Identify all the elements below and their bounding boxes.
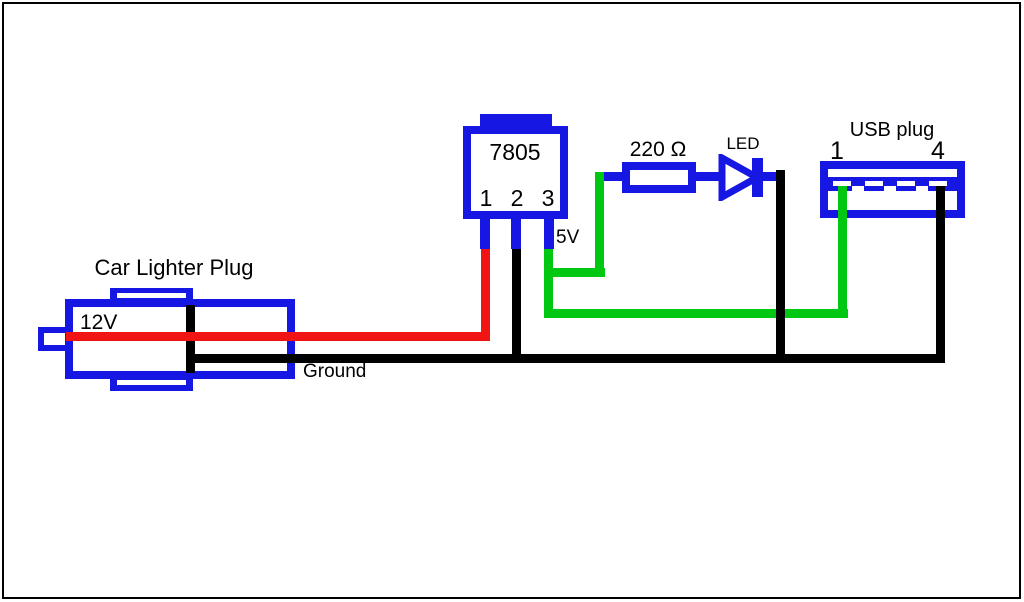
wire-ground-usb-pin4-vertical bbox=[936, 186, 945, 363]
usb-contact-4-slit bbox=[929, 181, 947, 186]
regulator-output-voltage-label: 5V bbox=[556, 227, 580, 248]
wire-ground-pin2-vertical bbox=[512, 249, 521, 363]
usb-contact-2-slit bbox=[865, 181, 883, 186]
car-plug-contact-bottom-slit bbox=[117, 380, 186, 385]
usb-band-notch-3 bbox=[916, 186, 928, 191]
car-plug-tip-slot bbox=[44, 333, 68, 345]
resistor-body bbox=[622, 162, 696, 193]
usb-plug-label: USB plug bbox=[849, 119, 935, 141]
usb-band-notch-2 bbox=[884, 186, 896, 191]
led-cathode-bar bbox=[752, 158, 763, 197]
regulator-heatsink-tab bbox=[480, 114, 552, 128]
led-triangle-icon bbox=[718, 154, 762, 201]
ground-wire-label: Ground bbox=[303, 361, 367, 382]
resistor-lead-right bbox=[696, 172, 723, 181]
resistor-value-label: 220 Ω bbox=[629, 138, 687, 161]
wire-5v-resistor-vertical bbox=[595, 172, 604, 277]
regulator-pin2-label: 2 bbox=[510, 185, 524, 211]
regulator-pin2-stub bbox=[511, 218, 521, 249]
car-plug-voltage-label: 12V bbox=[80, 311, 118, 334]
regulator-body bbox=[463, 126, 568, 219]
regulator-pin1-label: 1 bbox=[479, 185, 493, 211]
regulator-pin3-label: 3 bbox=[541, 185, 555, 211]
usb-contact-3-slit bbox=[897, 181, 915, 186]
wire-5v-usb-pin1-vertical bbox=[838, 186, 847, 318]
wire-5v-branch-to-resistor bbox=[544, 268, 605, 277]
wire-12v-main-horizontal bbox=[66, 332, 490, 341]
regulator-pin1-stub bbox=[480, 218, 490, 249]
wire-12v-pin1-vertical bbox=[481, 249, 490, 341]
car-plug-label: Car Lighter Plug bbox=[94, 255, 254, 280]
led-lead-right bbox=[763, 172, 778, 181]
car-plug-contact-top-slit bbox=[117, 293, 186, 298]
resistor-lead-left bbox=[603, 172, 623, 181]
regulator-pin3-stub bbox=[544, 218, 554, 249]
wire-ground-led-vertical bbox=[776, 170, 785, 363]
usb-pin1-label: 1 bbox=[830, 137, 844, 165]
wire-5v-pin3-vertical bbox=[544, 249, 553, 318]
usb-pin4-label: 4 bbox=[931, 137, 945, 165]
regulator-label: 7805 bbox=[489, 139, 541, 165]
led-label: LED bbox=[726, 134, 760, 153]
wire-ground-main-horizontal bbox=[186, 354, 945, 363]
usb-contact-1-slit bbox=[833, 181, 851, 186]
wire-5v-main-horizontal bbox=[544, 309, 848, 318]
usb-band-notch-1 bbox=[852, 186, 864, 191]
